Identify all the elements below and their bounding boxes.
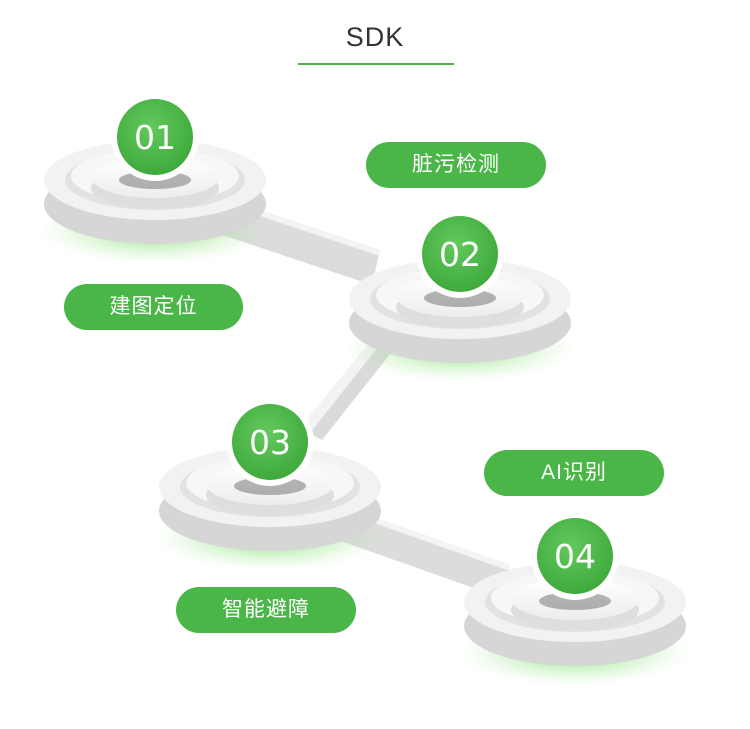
node-04-number: 04 <box>554 537 596 576</box>
node-03: 03 <box>155 398 385 571</box>
node-03-number: 03 <box>249 423 291 462</box>
node-01-number: 01 <box>134 118 176 157</box>
label-pill-01: 建图定位 <box>64 284 243 330</box>
diagram-title: SDK <box>345 22 405 52</box>
node-02-number: 02 <box>439 235 481 274</box>
label-pill-03: 智能避障 <box>176 587 356 633</box>
node-04: 04 <box>460 512 690 686</box>
title-underline <box>298 63 454 65</box>
label-pill-02: 脏污检测 <box>366 142 546 188</box>
node-02: 02 <box>345 210 575 382</box>
node-01: 01 <box>40 93 270 264</box>
label-pill-04: AI识别 <box>484 450 664 496</box>
